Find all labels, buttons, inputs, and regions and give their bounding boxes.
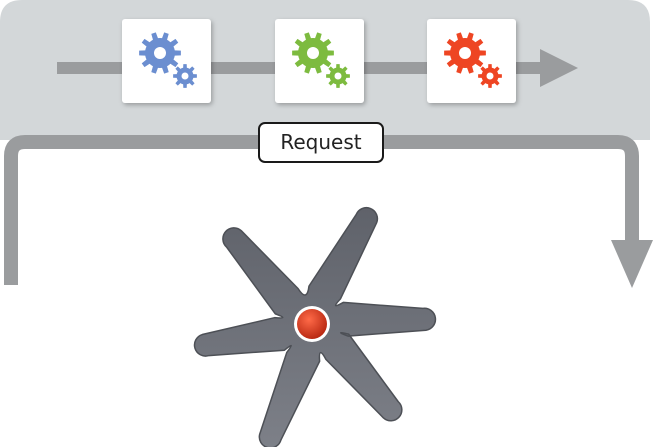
gear-card-blue <box>122 19 211 103</box>
request-label: Request <box>280 130 361 154</box>
gear-card-green <box>275 19 364 103</box>
request-label-box: Request <box>258 122 384 163</box>
star-hub-icon <box>193 206 437 447</box>
blue-gears-icon <box>139 32 197 88</box>
red-gears-icon <box>444 32 502 88</box>
gear-card-red <box>427 19 516 103</box>
hub-center-dot <box>297 309 327 339</box>
green-gears-icon <box>292 32 350 88</box>
